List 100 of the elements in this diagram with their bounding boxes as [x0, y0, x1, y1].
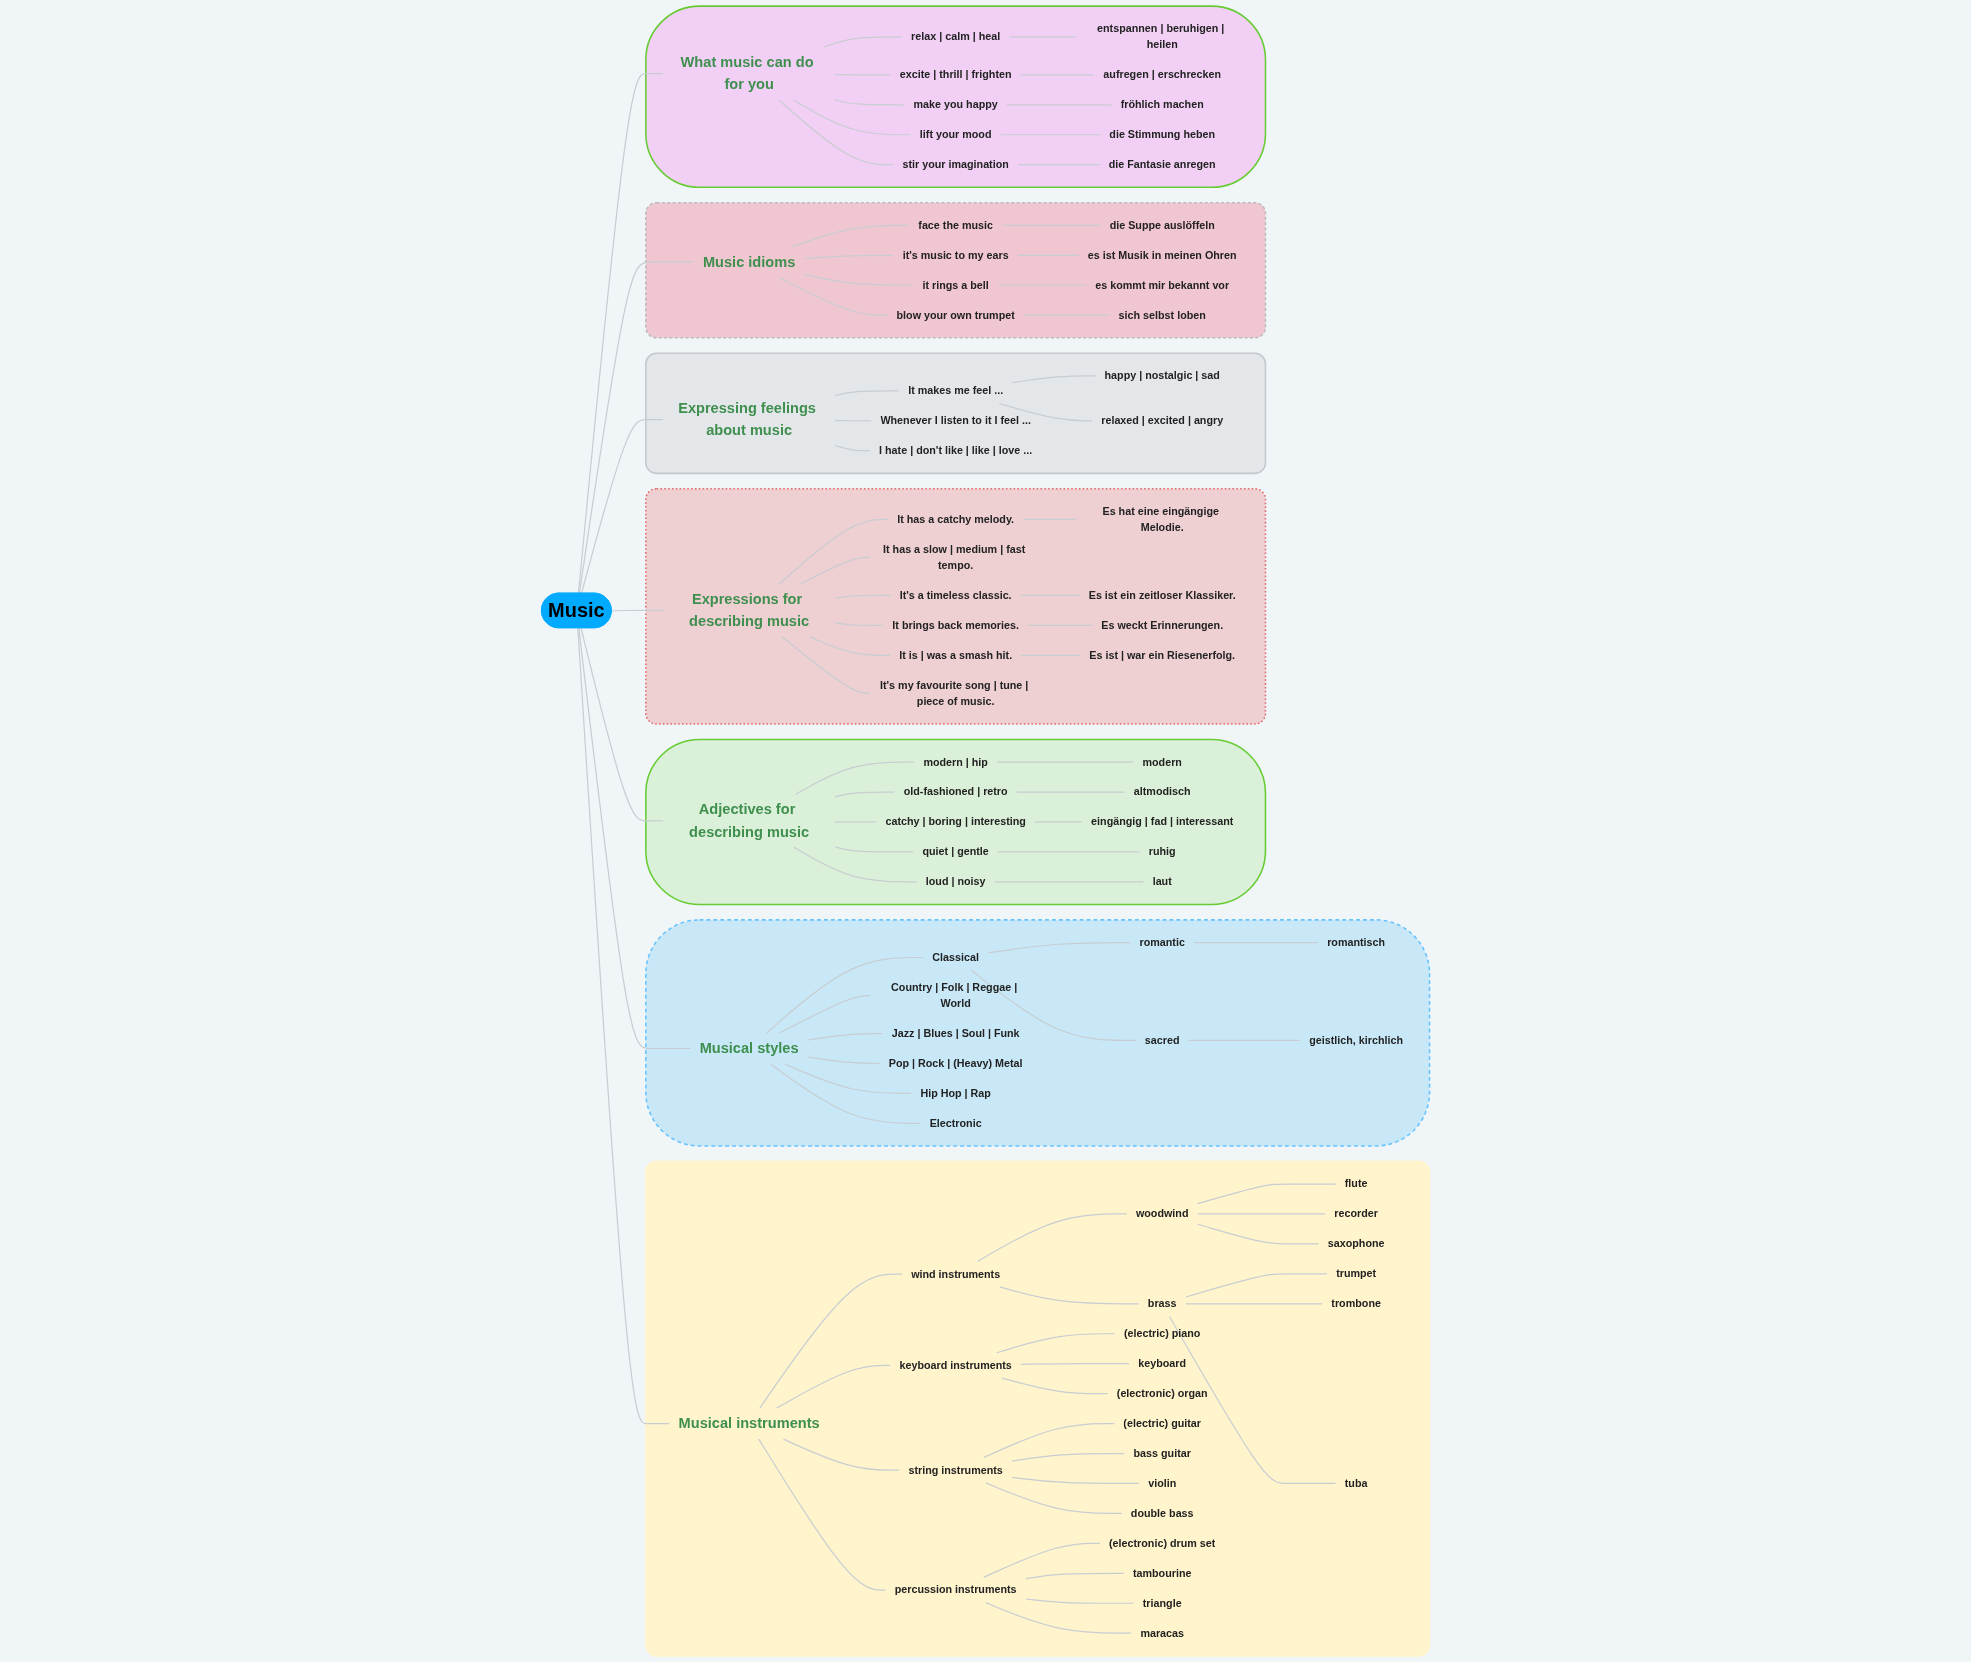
node-text: Whenever I listen to it I feel ... — [880, 414, 1031, 427]
node-text: die Stimmung heben — [1109, 128, 1216, 141]
connector — [1185, 1273, 1328, 1298]
connector — [1025, 1572, 1125, 1580]
connector — [1197, 1223, 1320, 1245]
connector — [1185, 1303, 1323, 1305]
connector — [778, 518, 889, 585]
connector — [983, 1542, 1101, 1578]
cluster — [645, 352, 1267, 475]
connector — [996, 1333, 1116, 1354]
node-text: It brings back memories. — [892, 618, 1019, 632]
node-text: eingängig | fad | interessant — [1091, 815, 1234, 828]
node-text: It is | was a smash hit. — [899, 648, 1013, 662]
node-text: percussion instruments — [894, 1583, 1017, 1596]
connector — [1011, 1452, 1125, 1462]
connector — [1025, 1598, 1135, 1604]
connector — [983, 1422, 1115, 1459]
connector — [759, 1273, 903, 1409]
connector — [985, 1482, 1123, 1515]
connector — [834, 846, 914, 853]
connector — [578, 261, 695, 595]
connector — [822, 36, 903, 48]
node-text: es ist Musik in meinen Ohren — [1087, 248, 1237, 262]
connector — [807, 1032, 884, 1041]
node-text: violin — [1148, 1476, 1177, 1490]
connector — [998, 402, 1093, 422]
connector — [999, 1286, 1140, 1305]
connector — [800, 556, 871, 585]
node-text: wind instruments — [911, 1267, 1001, 1280]
connector — [611, 609, 664, 612]
node-text: Adjectives for describing music — [689, 801, 810, 840]
node-text: sich selbst loben — [1118, 308, 1206, 321]
node-text: old-fashioned | retro — [903, 785, 1008, 798]
connector — [776, 1364, 891, 1409]
connector — [834, 791, 896, 798]
connector — [834, 622, 884, 627]
connector — [1011, 1476, 1140, 1485]
node-text: it rings a bell — [922, 278, 989, 292]
node-text: tuba — [1344, 1476, 1368, 1490]
node-text: Country | Folk | Reggae | World — [891, 980, 1018, 1010]
connector — [1020, 594, 1081, 597]
node-text: maracas — [1140, 1626, 1185, 1639]
node-text: Jazz | Blues | Soul | Funk — [891, 1026, 1020, 1040]
cluster — [645, 201, 1267, 339]
connector — [577, 627, 670, 1425]
connector — [834, 594, 892, 599]
connector — [834, 74, 892, 76]
connector — [834, 390, 900, 397]
node-text: relaxed | excited | angry — [1101, 414, 1224, 427]
node-text: Musical instruments — [678, 1414, 820, 1432]
node-text: double bass — [1130, 1506, 1194, 1520]
node-text: Es ist ein zeitloser Klassiker. — [1088, 588, 1236, 602]
node-text: excite | thrill | frighten — [899, 68, 1012, 81]
node-text: modern | hip — [923, 755, 988, 768]
connector — [807, 1056, 881, 1065]
node-text: (electronic) organ — [1116, 1387, 1208, 1400]
connector — [795, 761, 915, 795]
connector — [1027, 624, 1093, 627]
node-text: die Suppe auslöffeln — [1109, 218, 1215, 232]
node-text: Es ist | war ein Riesenerfolg. — [1089, 648, 1236, 662]
node-text: die Fantasie anregen — [1108, 158, 1216, 171]
node-text: geistlich, kirchlich — [1309, 1033, 1404, 1047]
connector — [1022, 518, 1077, 521]
node-text: keyboard instruments — [899, 1358, 1012, 1372]
connector — [803, 254, 895, 260]
connector — [1020, 654, 1081, 656]
cluster — [645, 487, 1267, 725]
node-text: fröhlich machen — [1120, 98, 1204, 111]
node-text: Music idioms — [702, 253, 796, 270]
connector — [766, 956, 924, 1034]
connector — [793, 99, 912, 136]
connector — [577, 73, 664, 595]
connector — [1168, 1315, 1337, 1485]
connector — [809, 636, 891, 656]
node-text: Classical — [932, 950, 979, 964]
node-text: trumpet — [1336, 1267, 1377, 1280]
node-text: altmodisch — [1133, 785, 1191, 798]
node-text: Hip Hop | Rap — [920, 1086, 991, 1100]
connector — [985, 1602, 1132, 1634]
node-text: saxophone — [1327, 1237, 1385, 1250]
node-text: laut — [1152, 875, 1172, 888]
node-text: ruhig — [1148, 845, 1176, 858]
node-text: It makes me feel ... — [908, 384, 1004, 397]
node-text: happy | nostalgic | sad — [1104, 369, 1220, 382]
node-text: stir your imagination — [902, 158, 1009, 171]
node-text: triangle — [1142, 1596, 1182, 1610]
connector — [1017, 164, 1101, 166]
node-text: It has a catchy melody. — [897, 512, 1015, 526]
connector — [580, 419, 664, 595]
node-text: tambourine — [1132, 1566, 1192, 1580]
node-text: string instruments — [908, 1463, 1003, 1476]
node-text: Es weckt Erinnerungen. — [1101, 618, 1224, 632]
cluster — [645, 1160, 1431, 1657]
node-text: entspannen | beruhigen | heilen — [1097, 22, 1225, 51]
connector — [976, 1213, 1128, 1263]
connector — [778, 99, 894, 166]
node-text: lift your mood — [919, 128, 992, 141]
connector — [793, 846, 918, 883]
node-text: Expressions for describing music — [689, 590, 810, 629]
node-text: (electronic) drum set — [1109, 1536, 1216, 1550]
